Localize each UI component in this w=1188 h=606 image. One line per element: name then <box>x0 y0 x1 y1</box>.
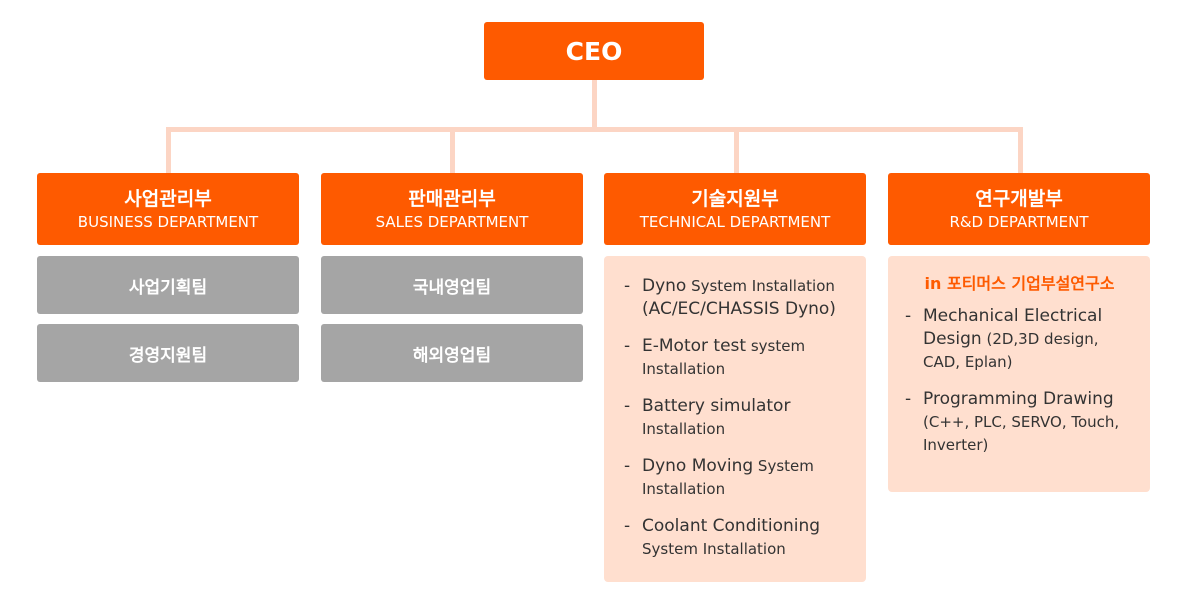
item-line2: Installation <box>642 360 726 378</box>
dept-rd-ko: 연구개발부 <box>975 187 1063 210</box>
item-line2-sub: (C++, PLC, SERVO, Touch, <box>923 413 1120 431</box>
list-item: - E-Motor test system Installation <box>624 335 858 381</box>
item-main: Dyno Moving <box>642 456 754 476</box>
item-main: Mechanical Electrical <box>923 306 1103 326</box>
item-dash: - <box>905 389 912 409</box>
item-main: Battery simulator <box>642 396 791 416</box>
item-dash: - <box>624 456 631 476</box>
item-dash: - <box>624 336 631 356</box>
item-dash: - <box>624 396 631 416</box>
dept-technical-en: TECHNICAL DEPARTMENT <box>639 212 831 231</box>
item-main: Coolant Conditioning <box>642 516 821 536</box>
item-dash: - <box>624 276 631 296</box>
item-sub: System <box>753 457 814 475</box>
team-business-support: 경영지원팀 <box>37 324 299 382</box>
connector-business <box>166 127 171 173</box>
item-line2: System Installation <box>642 540 786 558</box>
item-line3: CAD, Eplan) <box>923 353 1013 371</box>
list-item: - Coolant Conditioning System Installati… <box>624 515 858 561</box>
dept-business-en: BUSINESS DEPARTMENT <box>77 212 259 231</box>
item-sub: System Installation <box>686 277 835 295</box>
dept-sales: 판매관리부 SALES DEPARTMENT <box>321 173 583 245</box>
team-domestic-sales: 국내영업팀 <box>321 256 583 314</box>
connector-ceo-vertical <box>592 80 597 130</box>
dept-rd-en: R&D DEPARTMENT <box>949 212 1089 231</box>
dept-technical-ko: 기술지원부 <box>691 187 779 210</box>
ceo-box: CEO <box>484 22 704 80</box>
connector-horizontal <box>166 127 1023 132</box>
item-main: Programming Drawing <box>923 389 1114 409</box>
item-line2-main: Design <box>923 329 982 349</box>
item-main: Dyno <box>642 276 687 296</box>
team-label: 국내영업팀 <box>412 277 492 298</box>
list-item: - Mechanical Electrical Design (2D,3D de… <box>905 305 1142 374</box>
team-label: 해외영업팀 <box>412 345 492 366</box>
item-line2-sub: (2D,3D design, <box>981 330 1099 348</box>
technical-panel: - Dyno System Installation (AC/EC/CHASSI… <box>604 256 866 582</box>
item-dash: - <box>624 516 631 536</box>
connector-technical <box>734 127 739 173</box>
item-main: E-Motor test <box>642 336 747 356</box>
connector-sales <box>450 127 455 173</box>
dept-business-ko: 사업관리부 <box>124 187 212 210</box>
rd-panel: in 포티머스 기업부설연구소 - Mechanical Electrical … <box>888 256 1150 492</box>
team-label: 경영지원팀 <box>128 345 208 366</box>
technical-list: - Dyno System Installation (AC/EC/CHASSI… <box>624 275 858 561</box>
item-line2: Installation <box>642 480 726 498</box>
rd-lab-subtitle: in 포티머스 기업부설연구소 <box>924 274 1115 293</box>
list-item: - Dyno Moving System Installation <box>624 455 858 501</box>
item-line3: Inverter) <box>923 436 989 454</box>
item-line2: Installation <box>642 420 726 438</box>
item-dash: - <box>905 306 912 326</box>
dept-business: 사업관리부 BUSINESS DEPARTMENT <box>37 173 299 245</box>
connector-rd <box>1018 127 1023 173</box>
item-sub: system <box>746 337 806 355</box>
team-overseas-sales: 해외영업팀 <box>321 324 583 382</box>
team-business-planning: 사업기획팀 <box>37 256 299 314</box>
list-item: - Dyno System Installation (AC/EC/CHASSI… <box>624 275 858 321</box>
list-item: - Programming Drawing (C++, PLC, SERVO, … <box>905 388 1142 457</box>
ceo-label: CEO <box>565 36 623 66</box>
dept-technical: 기술지원부 TECHNICAL DEPARTMENT <box>604 173 866 245</box>
team-label: 사업기획팀 <box>128 277 208 298</box>
dept-sales-ko: 판매관리부 <box>408 187 496 210</box>
dept-sales-en: SALES DEPARTMENT <box>375 212 529 231</box>
list-item: - Battery simulator Installation <box>624 395 858 441</box>
item-line2: (AC/EC/CHASSIS Dyno) <box>642 299 836 319</box>
dept-rd: 연구개발부 R&D DEPARTMENT <box>888 173 1150 245</box>
rd-list: - Mechanical Electrical Design (2D,3D de… <box>905 305 1142 457</box>
